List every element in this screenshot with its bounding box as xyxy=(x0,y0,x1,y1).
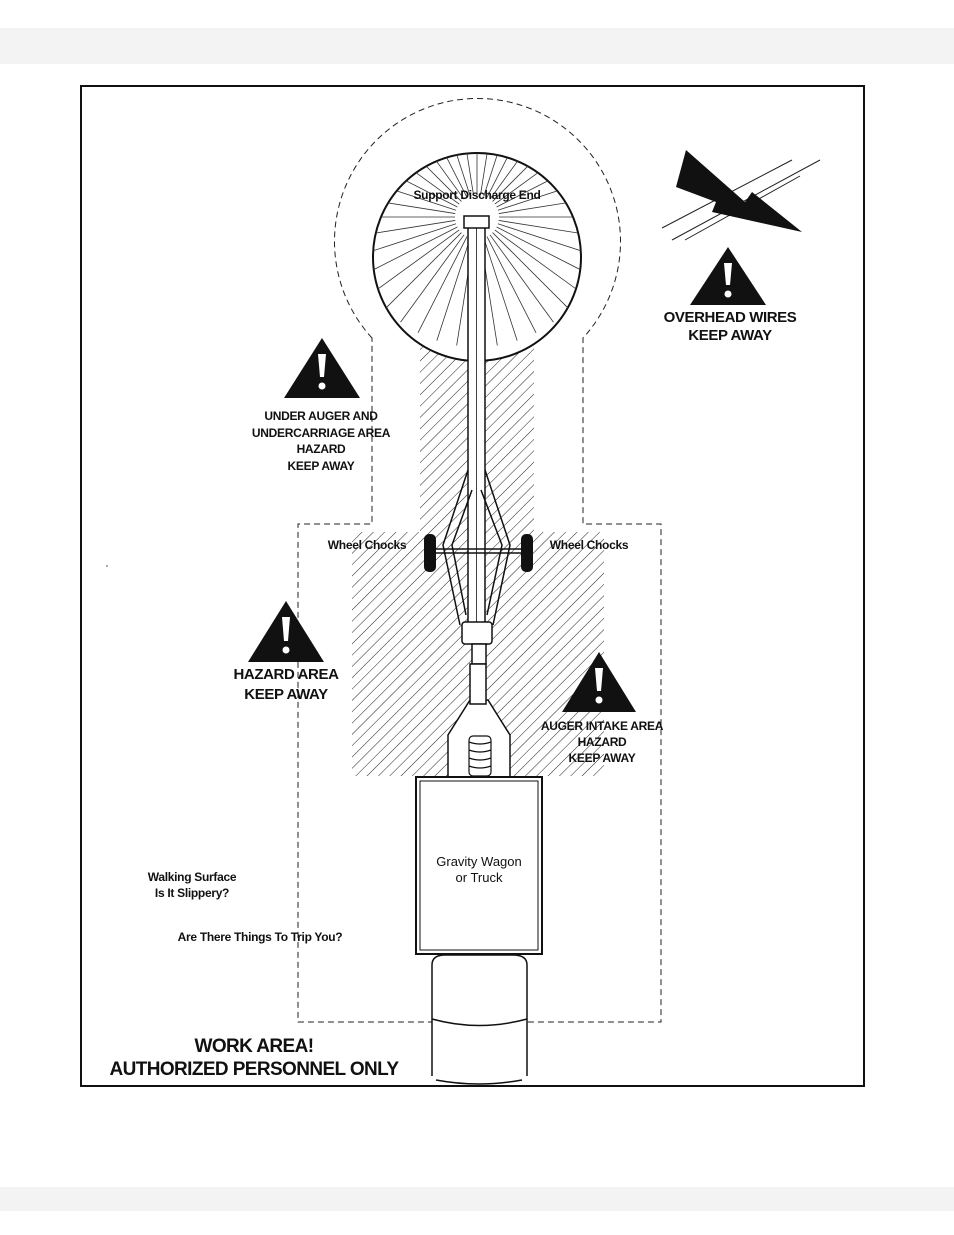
walking-surface-label: Walking Surface Is It Slippery? xyxy=(147,870,237,900)
radial-line xyxy=(483,237,518,341)
work-area-label: WORK AREA! AUTHORIZED PERSONNEL ONLY xyxy=(109,1036,399,1080)
gravity-wagon-label: Gravity Wagon or Truck xyxy=(436,854,522,885)
trip-hazard-label: Are There Things To Trip You? xyxy=(177,930,343,944)
radial-line xyxy=(486,153,537,198)
auger-drive xyxy=(461,621,493,645)
radial-line xyxy=(373,229,460,294)
radial-line xyxy=(492,232,570,310)
overhead-wires-label: OVERHEAD WIRES KEEP AWAY xyxy=(663,309,797,344)
discharge-spout xyxy=(463,215,490,229)
radial-line xyxy=(497,176,581,211)
wheel-chocks-left-label: Wheel Chocks xyxy=(327,538,407,552)
lightning-bolt-icon xyxy=(661,150,821,241)
diagram-frame xyxy=(80,85,865,1087)
under-auger-label: UNDER AUGER AND UNDERCARRIAGE AREA HAZAR… xyxy=(251,409,391,473)
radial-line xyxy=(486,236,537,334)
warning-icon-under-auger xyxy=(284,338,360,398)
wheel-chocks-right-label: Wheel Chocks xyxy=(549,538,629,552)
hazard-area-label: HAZARD AREA KEEP AWAY xyxy=(233,666,339,703)
keep-out-boundary xyxy=(297,98,662,1023)
radial-line xyxy=(497,223,581,258)
radial-line xyxy=(400,234,465,323)
truck-icon xyxy=(415,776,543,1085)
undercarriage-frame xyxy=(434,469,522,626)
radial-line xyxy=(373,196,456,214)
wheel-left xyxy=(424,534,436,572)
warning-icon-hazard-area xyxy=(248,601,324,662)
radial-line xyxy=(489,234,554,323)
radial-line xyxy=(480,153,498,196)
wheel-right xyxy=(521,534,533,572)
radial-line xyxy=(384,232,462,310)
radial-line xyxy=(373,223,457,258)
auger-intake-label: AUGER INTAKE AREA HAZARD KEEP AWAY xyxy=(540,719,664,765)
warning-icon-overhead xyxy=(690,247,766,305)
radial-line xyxy=(498,196,581,214)
warning-icon-intake xyxy=(562,652,636,712)
radial-line xyxy=(417,236,468,334)
radial-line xyxy=(373,226,458,277)
radial-line xyxy=(483,153,518,197)
radial-line xyxy=(373,176,457,211)
radial-line xyxy=(417,153,468,198)
page-footer-band xyxy=(0,1187,954,1211)
page-header-band xyxy=(0,28,954,64)
support-discharge-label: Support Discharge End xyxy=(413,188,541,202)
radial-line xyxy=(436,153,471,197)
radial-line xyxy=(496,226,581,277)
radial-line xyxy=(456,153,474,196)
radial-line xyxy=(494,229,581,294)
radial-line xyxy=(498,220,581,238)
radial-line xyxy=(373,220,456,238)
radial-line xyxy=(436,237,471,341)
